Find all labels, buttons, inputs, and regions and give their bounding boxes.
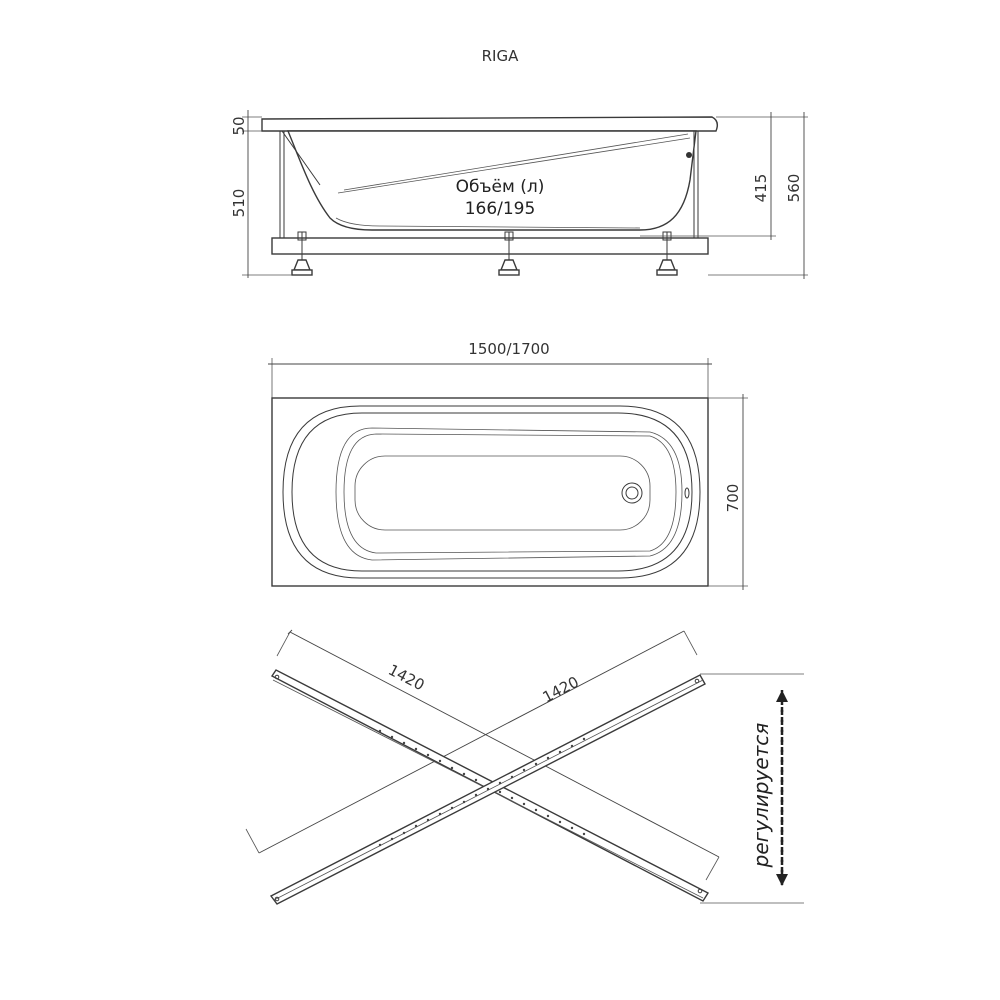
frame-bar-right (269, 674, 706, 905)
dim-length: 1500/1700 (468, 340, 549, 358)
base-frame (271, 237, 709, 255)
dim-width: 700 (724, 484, 742, 513)
tub-bottom (354, 455, 651, 531)
adjustable-label: регулируется (749, 723, 773, 869)
dim-leg-left: 1420 (385, 661, 427, 695)
dim-rim: 50 (230, 116, 248, 135)
volume-value: 166/195 (465, 199, 536, 219)
volume-label: Объём (л) (456, 177, 545, 197)
foot-left (291, 231, 313, 276)
tub-outline (271, 397, 709, 587)
tub-rim (261, 116, 719, 132)
side-view: Объём (л) 166/195 50 510 415 560 (230, 110, 808, 279)
dim-total-height: 560 (785, 174, 803, 203)
drain-icon (621, 482, 643, 504)
foot-right (656, 231, 678, 276)
drawing-title: RIGA (482, 47, 519, 65)
backrest-slope (337, 137, 691, 194)
tub-body (286, 130, 697, 231)
top-view: 1500/1700 700 (268, 340, 748, 590)
overflow-icon (686, 152, 692, 158)
dim-inner-depth: 415 (752, 174, 770, 203)
frame-view: 1420 1420 (245, 629, 804, 905)
dim-body: 510 (230, 189, 248, 218)
dim-leg-right: 1420 (540, 673, 582, 707)
foot-middle (498, 231, 520, 276)
overflow-top-icon (684, 487, 690, 499)
